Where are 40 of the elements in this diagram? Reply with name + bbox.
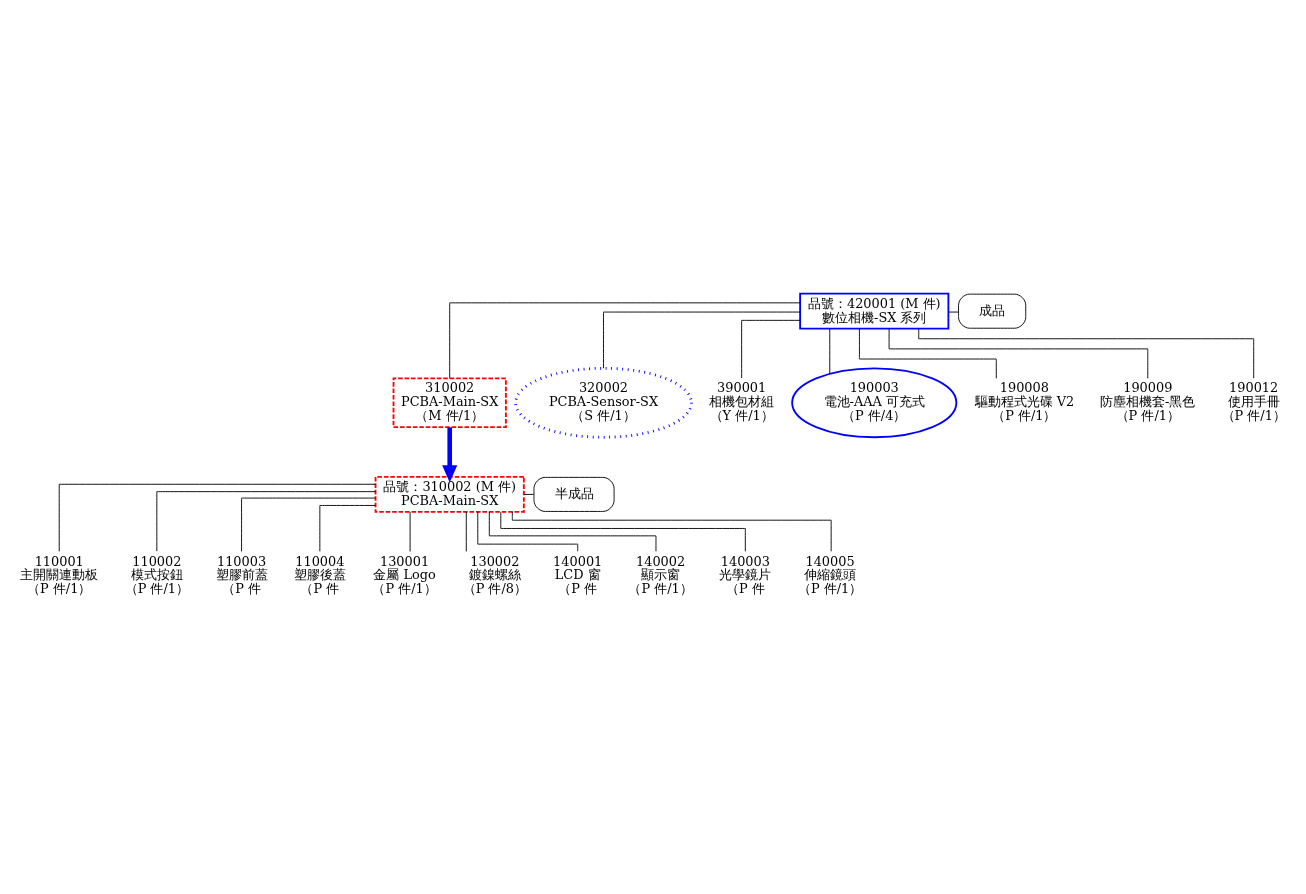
- node-text: 130002 鍍鎳螺絲 （P 件/8）: [462, 553, 527, 597]
- node-text: 110001 主開關連動板 （P 件/1）: [20, 553, 99, 597]
- connector: [511, 511, 832, 552]
- connector: [156, 491, 376, 552]
- node-text: 130001 金屬 Logo （P 件/1）: [372, 553, 437, 597]
- node-text: 110004 塑膠後蓋 （P 件: [293, 553, 346, 597]
- node-box: 品號：310002 (M 件) PCBA-Main-SX: [374, 476, 525, 513]
- node-box: 品號：420001 (M 件) 數位相機-SX 系列: [799, 292, 950, 330]
- node-text: 110003 塑膠前蓋 （P 件: [215, 553, 268, 597]
- connector: [829, 328, 831, 375]
- connector: [449, 302, 801, 379]
- connector: [918, 328, 1255, 379]
- node-text: 140005 伸縮鏡頭 （P 件/1）: [797, 553, 863, 597]
- connector: [948, 311, 959, 313]
- node-box: 310002 PCBA-Main-SX （M 件/1）: [392, 377, 507, 429]
- connector: [488, 511, 657, 552]
- connector: [603, 311, 801, 369]
- connector: [523, 493, 535, 495]
- connector: [241, 497, 376, 552]
- connector: [500, 511, 746, 552]
- node-text: 140001 LCD 窗 （P 件: [553, 553, 603, 597]
- node-text: 190012 使用手冊 （P 件/1）: [1221, 380, 1286, 424]
- node-text: 390001 相機包材組 （Y 件/1）: [709, 380, 775, 424]
- node-ellipse: 320002 PCBA-Sensor-SX （S 件/1）: [514, 366, 693, 439]
- node-box: 半成品: [533, 476, 615, 512]
- node-ellipse: 190003 電池-AAA 可充式 （P 件/4）: [791, 367, 958, 439]
- node-box: 成品: [958, 293, 1027, 329]
- connector: [858, 328, 997, 379]
- connector: [477, 511, 579, 552]
- node-text: 140003 光學鏡片 （P 件: [719, 553, 772, 597]
- arrow: [442, 427, 458, 483]
- connector: [888, 328, 1149, 379]
- node-text: 140002 顯示窗 （P 件/1）: [628, 553, 693, 597]
- connector: [319, 505, 376, 552]
- node-text: 110002 模式按鈕 （P 件/1）: [124, 553, 189, 597]
- node-text: 190009 防塵相機套-黑色 （P 件/1）: [1100, 380, 1196, 424]
- connector: [465, 511, 467, 552]
- node-text: 190008 驅動程式光碟 V2 （P 件/1）: [974, 380, 1075, 424]
- connector: [741, 319, 801, 379]
- connector: [58, 483, 376, 552]
